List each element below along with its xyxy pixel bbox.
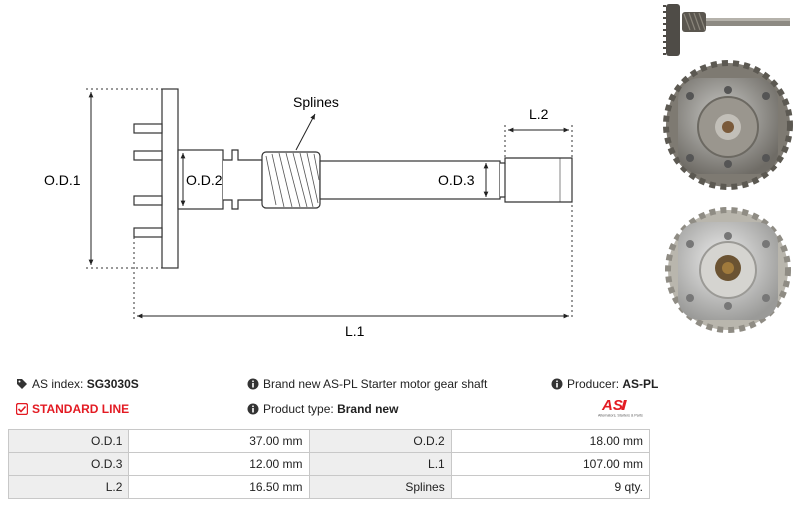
- producer: Producer: AS-PL: [551, 377, 658, 391]
- spec-value: 16.50 mm: [128, 475, 310, 499]
- shaft-outline: [133, 88, 573, 269]
- product-type-label: Product type:: [263, 402, 334, 416]
- as-index-label: AS index:: [32, 377, 84, 391]
- info-icon: [247, 378, 259, 390]
- spec-key: O.D.3: [7, 452, 130, 476]
- producer-value: AS-PL: [622, 377, 659, 391]
- tag-icon: [17, 379, 27, 389]
- od2-label: O.D.2: [186, 172, 223, 188]
- specifications-table: O.D.1 37.00 mm O.D.2 18.00 mm O.D.3 12.0…: [7, 429, 651, 499]
- l1-label: L.1: [345, 323, 365, 339]
- spline-teeth: [265, 152, 320, 208]
- producer-label: Producer:: [567, 377, 620, 391]
- as-index-value: SG3030S: [86, 377, 139, 391]
- as-index: AS index: SG3030S: [16, 377, 139, 391]
- technical-drawing: O.D.1 O.D.2 O.D.3 L.1 L.2 Splines: [44, 88, 573, 339]
- od1-label: O.D.1: [44, 172, 81, 188]
- checkbox-icon: [16, 403, 28, 415]
- description-text: Brand new AS-PL Starter motor gear shaft: [263, 377, 488, 391]
- as-pl-logo: AS Alternators, Starters & Parts: [598, 397, 643, 418]
- standard-line: STANDARD LINE: [16, 402, 129, 416]
- spec-value: 12.00 mm: [128, 452, 310, 476]
- description: Brand new AS-PL Starter motor gear shaft: [247, 377, 487, 391]
- l2-label: L.2: [529, 106, 549, 122]
- extension-lines: [86, 88, 573, 320]
- table-row: O.D.1 37.00 mm O.D.2 18.00 mm: [7, 429, 651, 453]
- product-type: Product type: Brand new: [247, 402, 398, 416]
- info-icon: [247, 403, 259, 415]
- spec-key: Splines: [308, 475, 452, 499]
- spec-value: 9 qty.: [450, 475, 651, 499]
- logo-mark: AS: [601, 397, 623, 414]
- od3-label: O.D.3: [438, 172, 475, 188]
- splines-label: Splines: [293, 94, 339, 110]
- spec-key: L.2: [7, 475, 130, 499]
- spec-key: L.1: [308, 452, 452, 476]
- standard-line-label: STANDARD LINE: [32, 402, 130, 416]
- product-type-value: Brand new: [337, 402, 399, 416]
- photo-shaft-side: [663, 4, 790, 56]
- photo-gear-face: [663, 60, 793, 190]
- spec-key: O.D.2: [308, 429, 452, 453]
- spec-value: 37.00 mm: [128, 429, 310, 453]
- photo-gear-back: [665, 207, 791, 333]
- table-row: L.2 16.50 mm Splines 9 qty.: [7, 475, 651, 499]
- spec-key: O.D.1: [7, 429, 130, 453]
- info-icon: [551, 378, 563, 390]
- table-row: O.D.3 12.00 mm L.1 107.00 mm: [7, 452, 651, 476]
- logo-tagline: Alternators, Starters & Parts: [598, 414, 643, 418]
- dimension-lines: [88, 92, 569, 319]
- spec-value: 18.00 mm: [450, 429, 651, 453]
- product-photos: [663, 4, 793, 333]
- spec-value: 107.00 mm: [450, 452, 651, 476]
